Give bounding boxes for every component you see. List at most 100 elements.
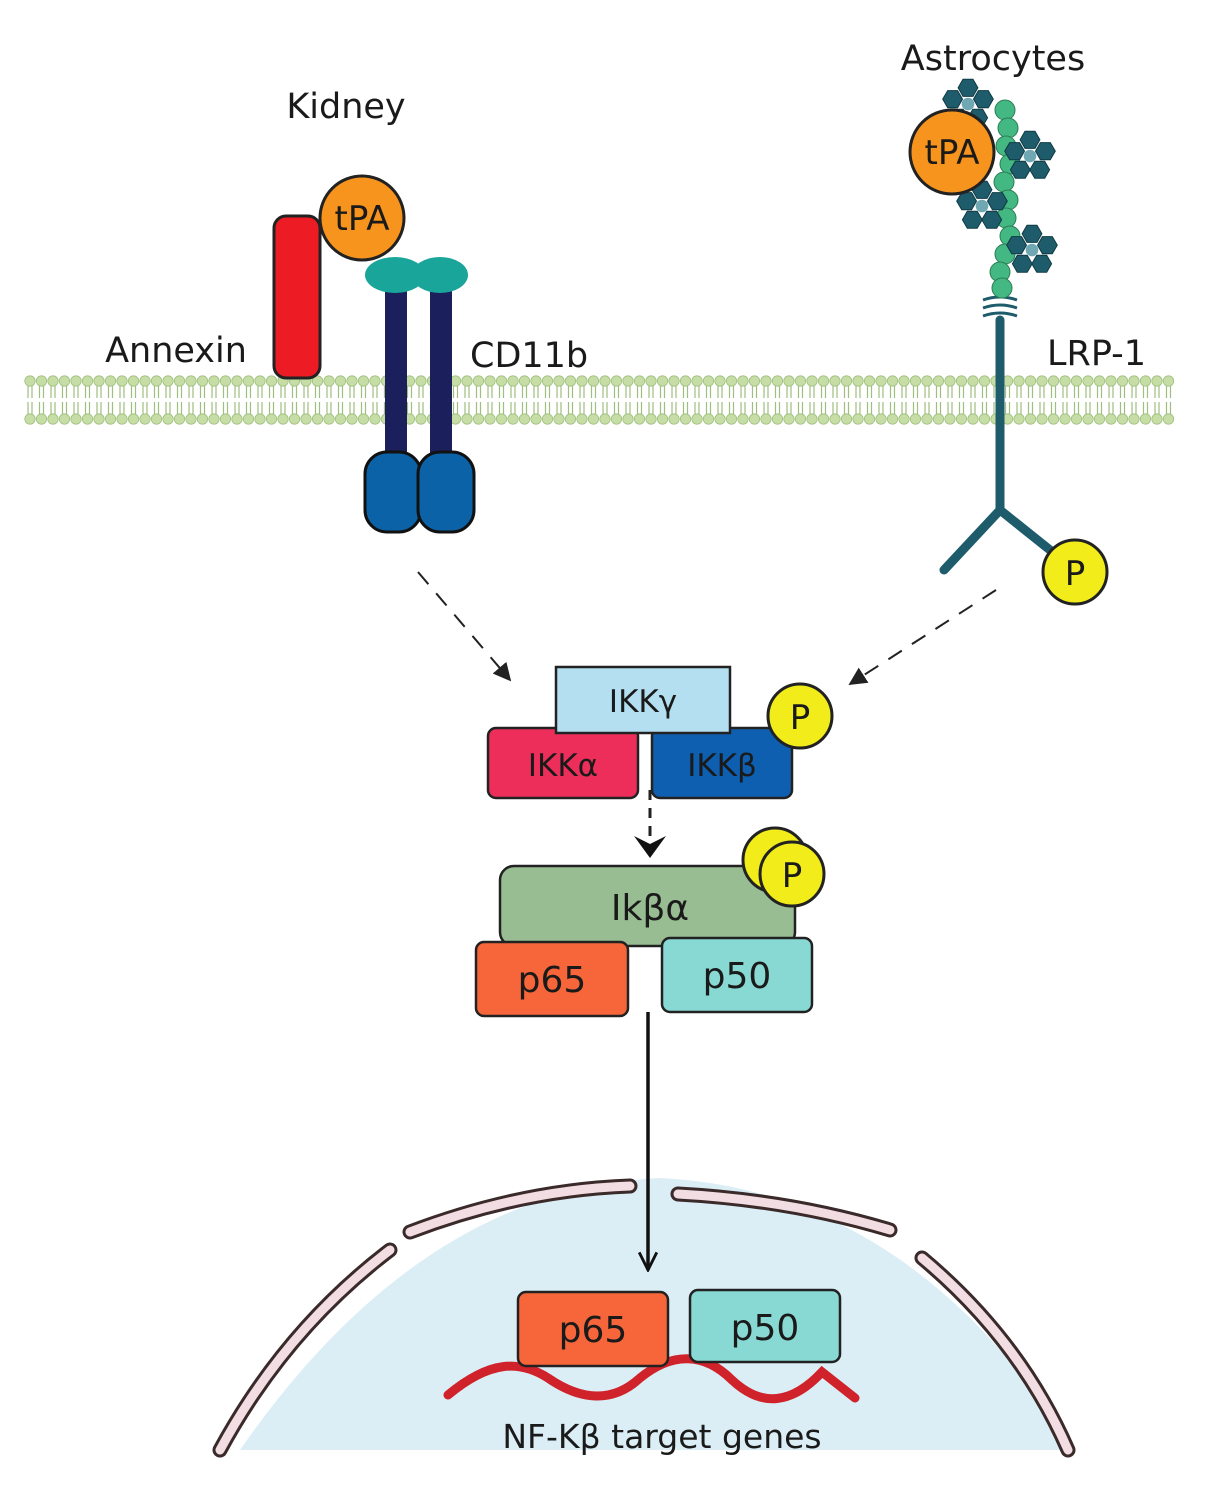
lipid-tails: [360, 386, 367, 414]
lipid-head-outer: [1105, 375, 1117, 387]
lipid-tails: [786, 386, 792, 414]
lipid-tails: [866, 386, 873, 414]
lipid-head-inner: [599, 413, 611, 425]
lipid-head-inner: [829, 413, 841, 425]
lipid-head-outer: [139, 375, 151, 387]
lipid-head-inner: [967, 413, 979, 425]
lipid-head-outer: [311, 375, 324, 387]
lipid-head-outer: [564, 375, 577, 387]
lipid-head-outer: [47, 375, 59, 387]
lipid-tails: [981, 386, 988, 414]
lipid-head-outer: [93, 375, 105, 387]
lipid-head-outer: [127, 375, 140, 387]
lipid-head-inner: [898, 413, 910, 425]
lipid-tails: [314, 386, 321, 414]
lipid-head-inner: [553, 413, 565, 425]
lipid-head-inner: [921, 413, 933, 425]
lipid-head-inner: [518, 413, 531, 425]
lipid-head-outer: [633, 375, 646, 387]
lipid-tails: [130, 386, 137, 414]
lipid-head-outer: [242, 375, 255, 387]
lipid-head-inner: [346, 413, 358, 425]
astrocyte-receptor-group: tPA P: [908, 78, 1109, 606]
lipid-tails: [61, 386, 68, 414]
lipid-head-outer: [104, 375, 117, 387]
lipid-head-inner: [1139, 413, 1152, 425]
lrp1-extracellular-domain: [942, 78, 1058, 299]
lipid-head-outer: [978, 375, 991, 387]
lipid-head-outer: [254, 375, 266, 387]
lipid-tails: [590, 386, 597, 414]
lipid-tails: [774, 386, 781, 414]
lipid-head-outer: [599, 375, 611, 387]
lipid-tails: [1131, 386, 1137, 414]
tpa-astrocyte-label: tPA: [925, 133, 980, 173]
lipid-head-outer: [587, 375, 600, 387]
lipid-tails: [1039, 386, 1045, 414]
lrp1-ligand-binding-cluster: [956, 180, 1008, 229]
lipid-head-inner: [679, 413, 692, 425]
lipid-tails: [832, 386, 838, 414]
dna-strand: [443, 1354, 860, 1404]
lrp1-phosphate-label: P: [1065, 554, 1086, 594]
lipid-head-outer: [346, 375, 358, 387]
lipid-tails: [878, 386, 884, 414]
lrp1-stalk: [939, 315, 1055, 575]
ikba-label: Ikβα: [611, 888, 689, 929]
cd11b-to-ikk-arrow: [417, 571, 512, 682]
lipid-head-inner: [978, 413, 991, 425]
lipid-tails: [38, 386, 45, 414]
p50-cytoplasm-label: p50: [703, 956, 772, 997]
lrp1-transmembrane-coil: [982, 295, 1018, 318]
lipid-head-inner: [231, 413, 243, 425]
p65-nucleus-label: p65: [559, 1310, 628, 1351]
lipid-tails: [418, 386, 424, 414]
lipid-tails: [1085, 386, 1091, 414]
lipid-head-inner: [771, 413, 784, 425]
lipid-tails: [165, 386, 171, 414]
lipid-head-outer: [35, 375, 48, 387]
lipid-head-inner: [323, 413, 335, 425]
lrp1-ligand-binding-cluster: [1004, 130, 1056, 179]
lipid-head-inner: [1024, 413, 1037, 425]
lipid-head-inner: [645, 413, 657, 425]
lrp1-label: LRP-1: [1047, 334, 1146, 374]
astrocytes-label: Astrocytes: [901, 39, 1085, 79]
p65-cytoplasm-box: [474, 940, 630, 1018]
lipid-head-inner: [311, 413, 324, 425]
lipid-head-outer: [484, 375, 496, 387]
lipid-head-inner: [1059, 413, 1071, 425]
lipid-head-outer: [656, 375, 669, 387]
lipid-tails: [648, 386, 654, 414]
lipid-tails: [901, 386, 907, 414]
lipid-head-outer: [518, 375, 531, 387]
lipid-tails: [464, 386, 470, 414]
lipid-head-inner: [1116, 413, 1129, 425]
cd11b-stalk-left: [385, 280, 407, 480]
lipid-head-inner: [1151, 413, 1163, 425]
lipid-tails: [556, 386, 562, 414]
lipid-head-outer: [852, 375, 864, 387]
lipid-head-inner: [955, 413, 968, 425]
lipid-head-outer: [369, 375, 381, 387]
lipid-head-inner: [886, 413, 899, 425]
lipid-head-inner: [748, 413, 761, 425]
p50-nucleus-box: [688, 1288, 842, 1364]
lipid-tails: [199, 386, 206, 414]
lipid-head-inner: [288, 413, 301, 425]
lrp1-ligand-binding-cluster: [1006, 224, 1058, 273]
lipid-head-inner: [656, 413, 669, 425]
lipid-head-outer: [334, 375, 347, 387]
lipid-tails: [27, 386, 33, 414]
lipid-head-inner: [461, 413, 473, 425]
lipid-head-inner: [507, 413, 519, 425]
lipid-head-outer: [783, 375, 795, 387]
lipid-head-outer: [1024, 375, 1037, 387]
lipid-head-inner: [219, 413, 232, 425]
lipid-head-inner: [104, 413, 117, 425]
lipid-head-inner: [668, 413, 680, 425]
lipid-tails: [970, 386, 976, 414]
lipid-head-inner: [875, 413, 887, 425]
lipid-tails: [1016, 386, 1022, 414]
